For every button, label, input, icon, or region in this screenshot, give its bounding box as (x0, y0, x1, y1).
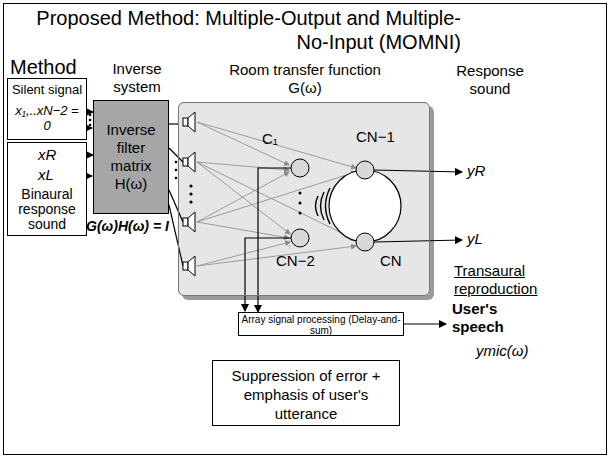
loudspeaker (183, 112, 195, 276)
output-line (374, 240, 462, 242)
output-line (374, 170, 462, 172)
node-text: Room transfer function G(ω) (215, 61, 395, 97)
output-label: User's speech (452, 300, 542, 336)
node-text: Suppression of error + emphasis of user'… (217, 366, 395, 423)
mic-leader (245, 238, 291, 311)
listener-head (329, 170, 401, 242)
control-point (291, 159, 374, 251)
mic-leader (258, 168, 291, 296)
signal-name: yL (467, 230, 483, 247)
signal-line (87, 127, 92, 128)
note-box: Suppression of error + emphasis of user'… (212, 360, 400, 426)
node-text: x₁,..xN−2 = 0 (10, 103, 84, 133)
signal-name: yR (467, 162, 485, 179)
output-label: Transaural reproduction (454, 262, 564, 298)
speaker-feed (169, 148, 183, 266)
slide-frame (4, 4, 607, 455)
ellipsis-dots (299, 192, 302, 215)
signal-connector (169, 123, 178, 124)
signal-line (87, 175, 92, 176)
mic-label: CN (380, 252, 402, 269)
node-text: Inverse filter matrix H(ω) (97, 121, 165, 193)
mic-label: CN−1 (356, 128, 395, 145)
filter-box: Inverse filter matrix H(ω) (93, 100, 169, 214)
slide-title: Proposed Method: Multiple-Output and Mul… (16, 6, 461, 54)
output-label: Response sound (442, 62, 538, 98)
speech-waves (316, 188, 331, 224)
section-label: Method (10, 56, 77, 79)
node-text: xL (38, 166, 84, 183)
ellipsis-dots (89, 114, 92, 127)
input-box: Silent signal x₁,..xN−2 = 0 (7, 78, 87, 140)
input-box: xR xL Binaural response sound (7, 142, 87, 236)
room-ground (178, 102, 430, 296)
equation-label: G(ω)H(ω) = I (86, 218, 169, 234)
node-text: Silent signal (10, 82, 84, 97)
signal-name: ymic(ω) (476, 342, 529, 359)
node-text: xR (38, 146, 84, 163)
node-text: Array signal processing (Delay-and-sum) (241, 314, 401, 336)
mic-label: C₁ (262, 130, 278, 147)
process-box: Array signal processing (Delay-and-sum) (238, 312, 404, 336)
signal-connector (257, 296, 258, 312)
section-label: Inverse system (100, 60, 174, 96)
node-text: Binaural response sound (10, 187, 84, 232)
mic-label: CN−2 (276, 252, 315, 269)
output-line (404, 323, 446, 324)
